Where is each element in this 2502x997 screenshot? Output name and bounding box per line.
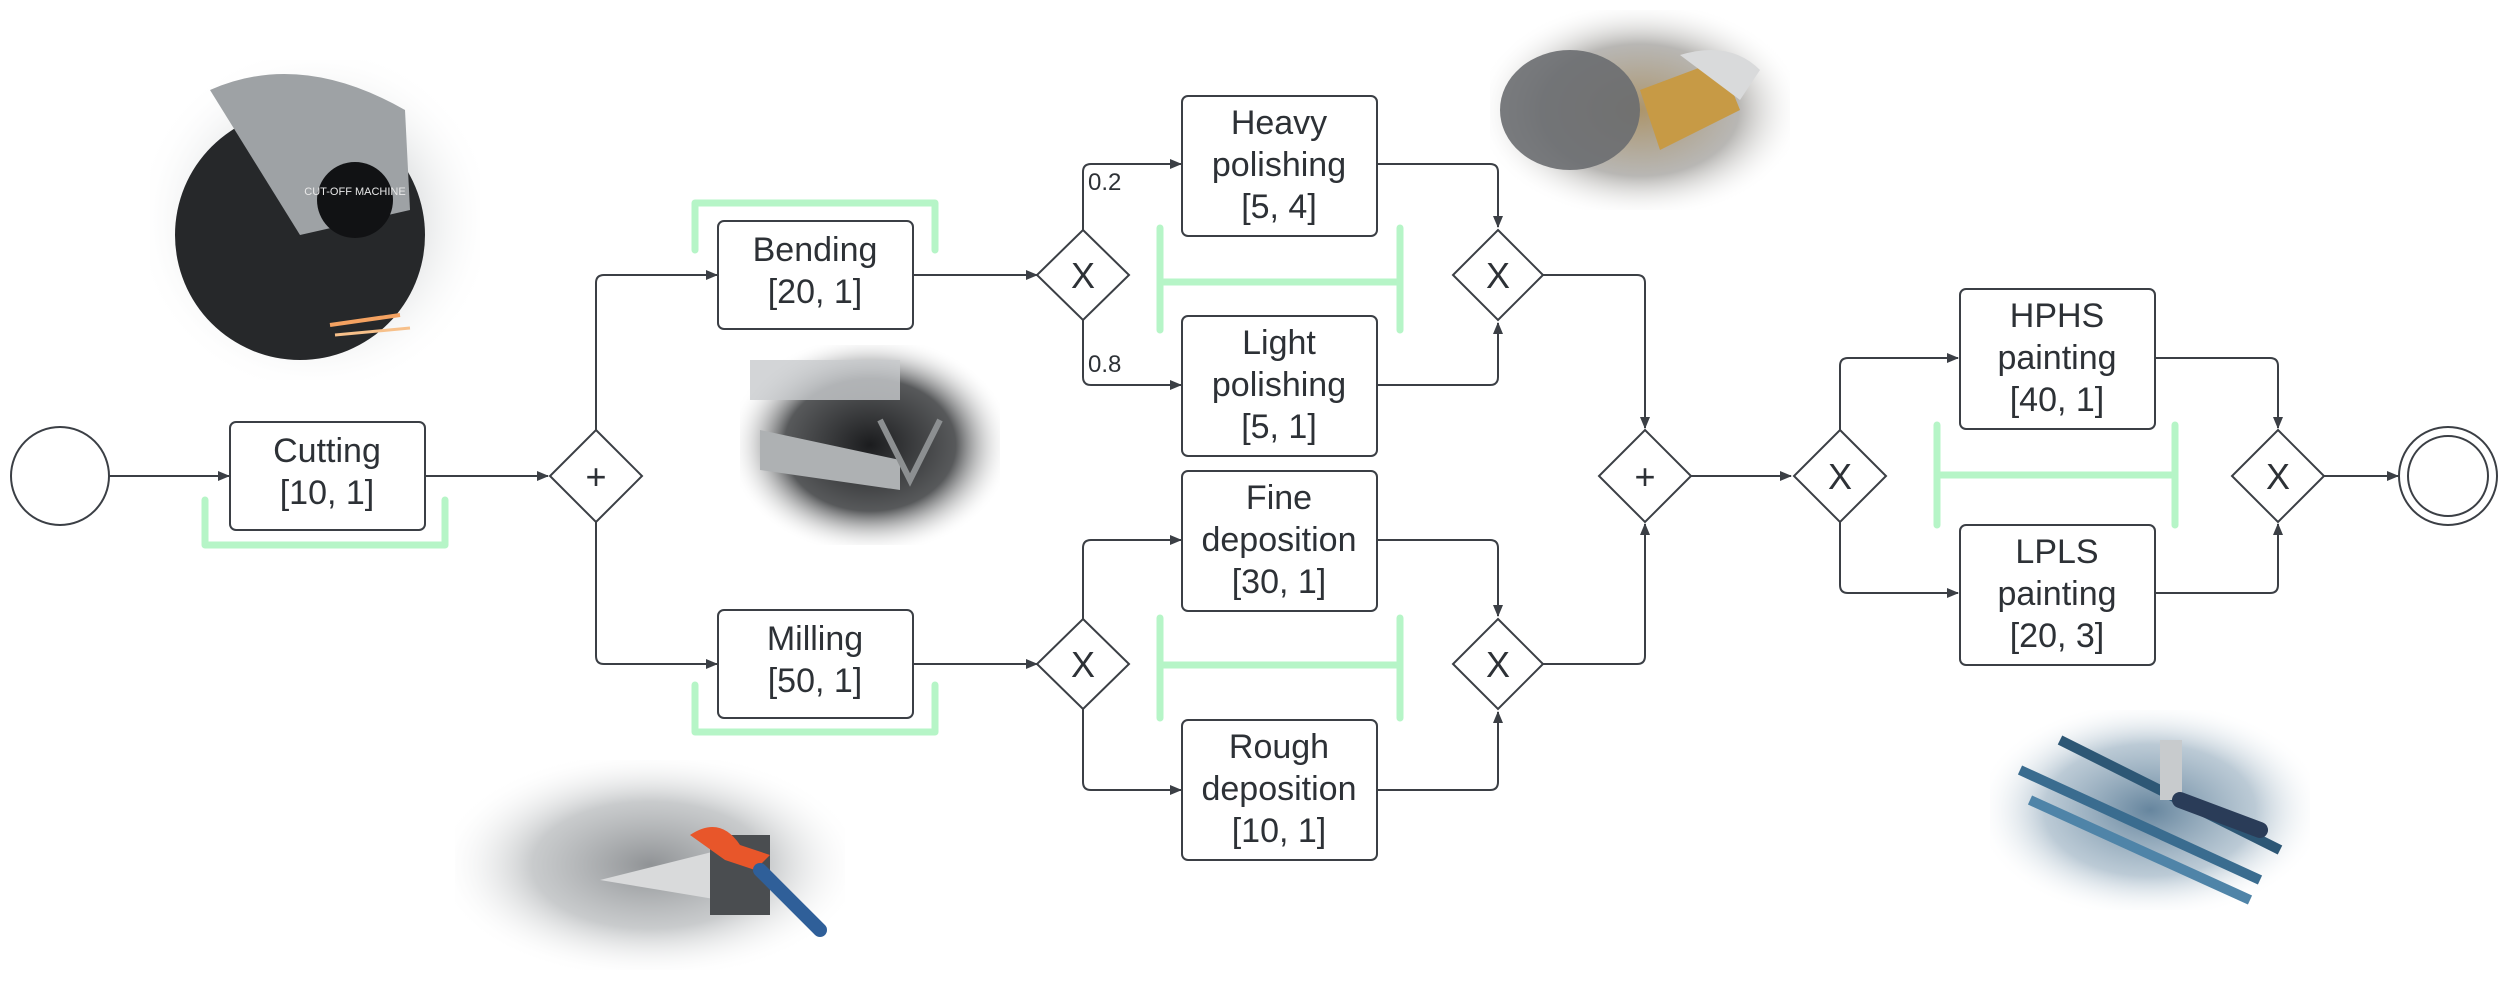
task-heavy-polishing[interactable]: Heavy polishing [5, 4]	[1181, 95, 1378, 237]
start-event[interactable]	[10, 426, 110, 526]
bracket-bending	[691, 199, 939, 254]
task-lpls-line3: [20, 3]	[2010, 617, 2105, 655]
task-hphs-line2: painting	[1997, 339, 2116, 377]
task-rough-deposition-line3: [10, 1]	[1232, 812, 1327, 850]
xor-split-painting-symbol: X	[1828, 456, 1852, 497]
xor-join-painting-symbol: X	[2266, 456, 2290, 497]
xor-join-polishing-symbol: X	[1486, 255, 1510, 296]
xor-split-polishing-symbol: X	[1071, 255, 1095, 296]
task-light-polishing-line2: polishing	[1212, 366, 1346, 404]
task-lpls-line2: painting	[1997, 575, 2116, 613]
task-heavy-polishing-line1: Heavy	[1231, 104, 1327, 142]
probability-heavy: 0.2	[1088, 169, 1121, 196]
bracket-milling	[691, 681, 939, 736]
task-bending[interactable]: Bending [20, 1]	[717, 220, 914, 330]
task-fine-deposition-line2: deposition	[1201, 521, 1356, 559]
bracket-cutting	[201, 496, 449, 549]
xor-split-polishing-gateway[interactable]: X	[1035, 228, 1131, 322]
task-light-polishing-line1: Light	[1242, 324, 1316, 362]
task-rough-deposition[interactable]: Rough deposition [10, 1]	[1181, 719, 1378, 861]
task-fine-deposition[interactable]: Fine deposition [30, 1]	[1181, 470, 1378, 612]
task-milling[interactable]: Milling [50, 1]	[717, 609, 914, 719]
xor-join-polishing-gateway[interactable]: X	[1451, 228, 1545, 322]
parallel-split-symbol: +	[585, 456, 606, 497]
task-light-polishing-line3: [5, 1]	[1241, 408, 1317, 446]
cutoff-machine-label: CUT-OFF MACHINE	[304, 186, 405, 198]
spray-painting-photo	[1990, 710, 2310, 910]
task-heavy-polishing-line3: [5, 4]	[1241, 188, 1317, 226]
task-lpls-line1: LPLS	[2015, 533, 2098, 571]
task-cutting-line1: Cutting	[273, 432, 381, 470]
task-bending-line2: [20, 1]	[768, 273, 863, 311]
sequence-flows	[109, 159, 2399, 795]
parallel-join-gateway[interactable]: +	[1597, 428, 1693, 524]
task-heavy-polishing-line2: polishing	[1212, 146, 1346, 184]
xor-join-deposition-gateway[interactable]: X	[1451, 617, 1545, 711]
bracket-polishing	[1156, 224, 1404, 334]
press-brake-photo	[740, 345, 1000, 545]
xor-join-painting-gateway[interactable]: X	[2230, 428, 2326, 524]
cutoff-saw-photo: CUT-OFF MACHINE	[150, 60, 480, 380]
parallel-join-symbol: +	[1634, 456, 1655, 497]
task-rough-deposition-line1: Rough	[1229, 728, 1329, 766]
task-light-polishing[interactable]: Light polishing [5, 1]	[1181, 315, 1378, 457]
task-fine-deposition-line3: [30, 1]	[1232, 563, 1327, 601]
task-hphs-line3: [40, 1]	[2010, 381, 2105, 419]
task-hphs-line1: HPHS	[2010, 297, 2104, 335]
xor-split-painting-gateway[interactable]: X	[1792, 428, 1888, 524]
parallel-split-gateway[interactable]: +	[548, 428, 644, 524]
end-event[interactable]	[2398, 426, 2498, 526]
task-rough-deposition-line2: deposition	[1201, 770, 1356, 808]
task-milling-line2: [50, 1]	[768, 662, 863, 700]
bracket-deposition	[1156, 614, 1404, 722]
task-fine-deposition-line1: Fine	[1246, 479, 1312, 517]
task-bending-line1: Bending	[753, 231, 878, 269]
xor-split-deposition-gateway[interactable]: X	[1035, 617, 1131, 711]
task-milling-line1: Milling	[767, 620, 863, 658]
polishing-photo	[1490, 10, 1790, 210]
task-hphs-painting[interactable]: HPHS painting [40, 1]	[1959, 288, 2156, 430]
xor-split-deposition-symbol: X	[1071, 644, 1095, 685]
bracket-painting	[1933, 421, 2179, 529]
probability-light: 0.8	[1088, 351, 1121, 378]
milling-lathe-photo	[455, 760, 845, 970]
task-cutting-line2: [10, 1]	[280, 474, 375, 512]
task-lpls-painting[interactable]: LPLS painting [20, 3]	[1959, 524, 2156, 666]
task-cutting[interactable]: Cutting [10, 1]	[229, 421, 426, 531]
xor-join-deposition-symbol: X	[1486, 644, 1510, 685]
